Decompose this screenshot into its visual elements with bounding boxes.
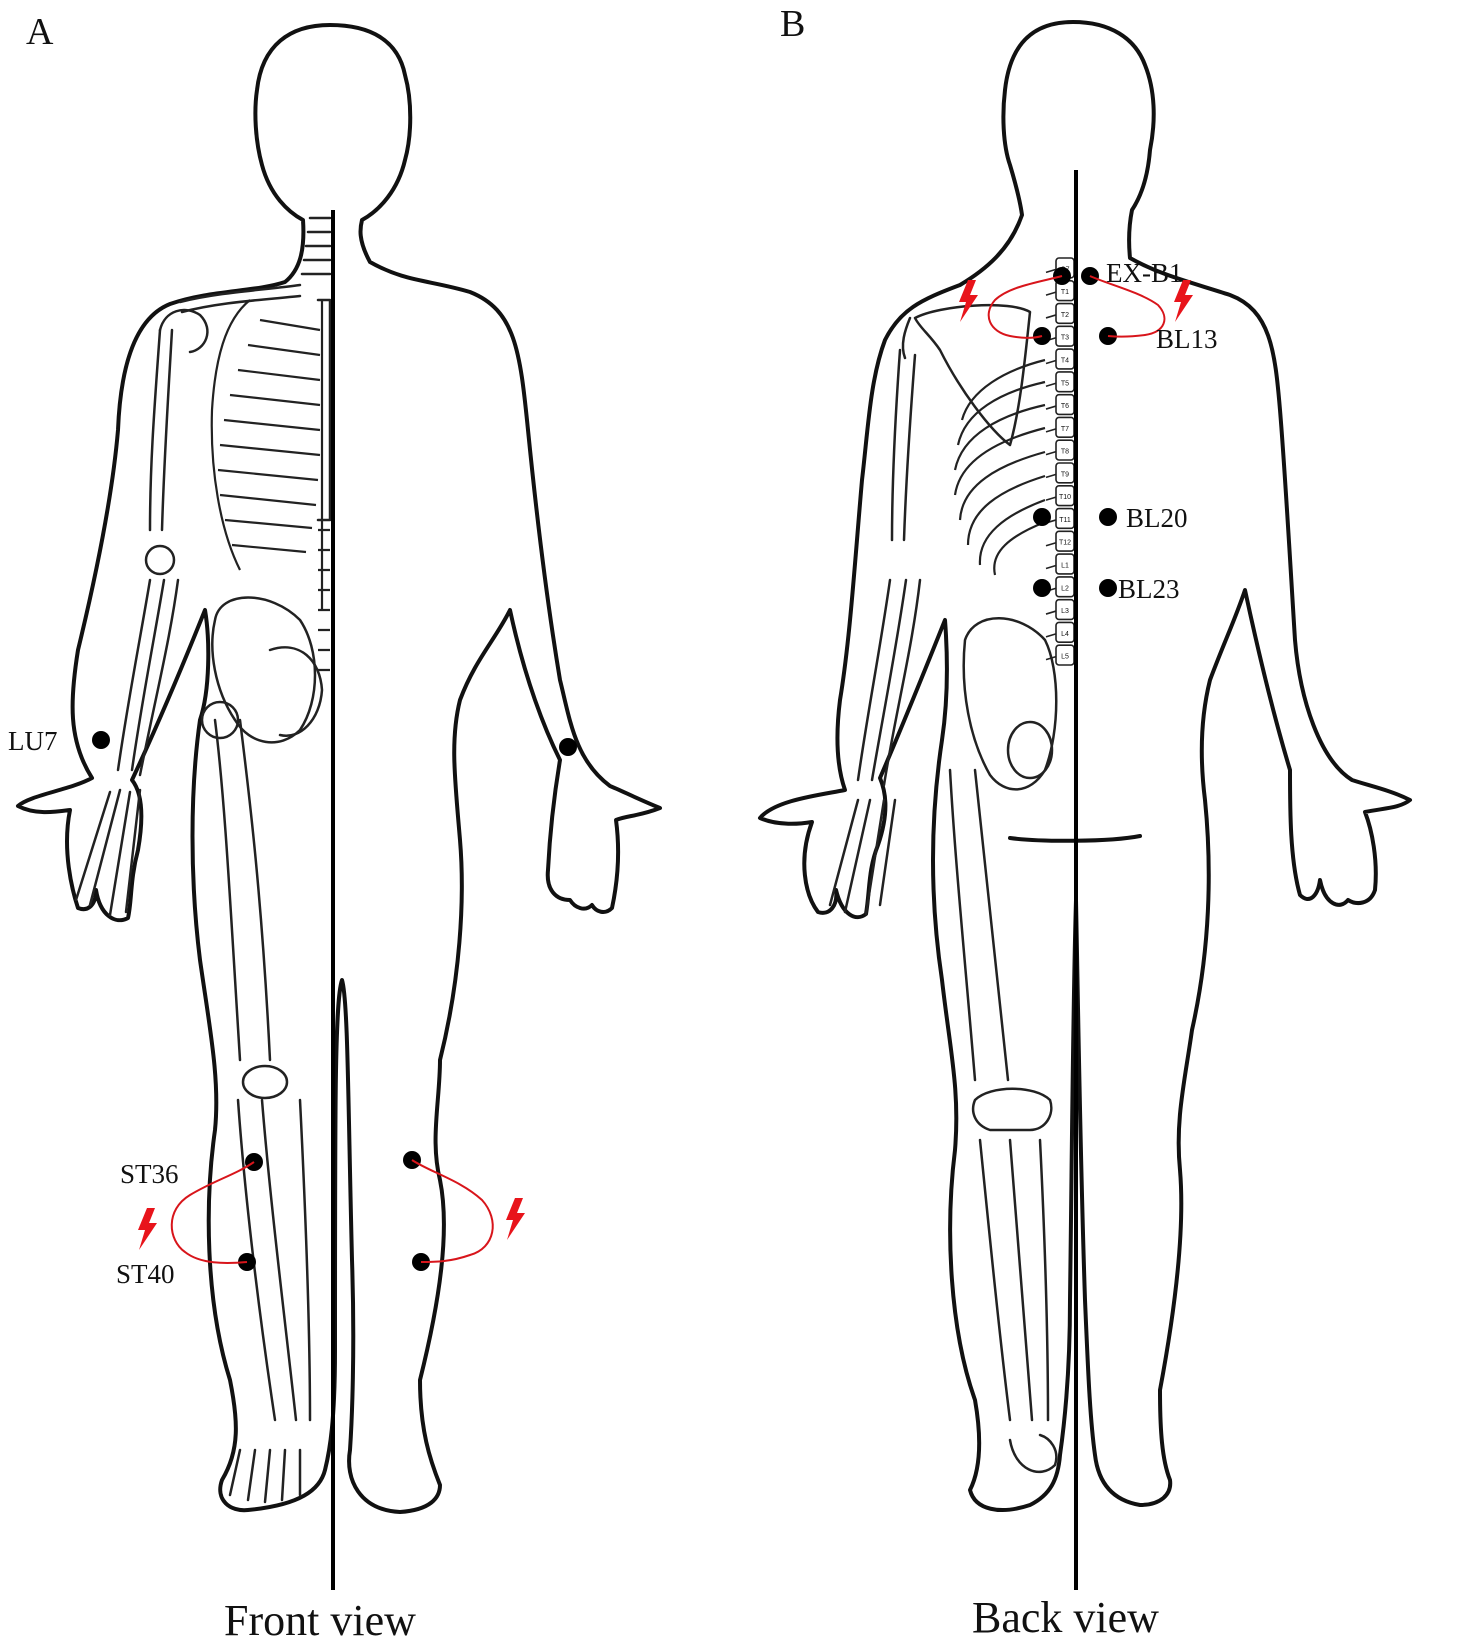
- vertebra-label: T4: [1061, 358, 1069, 365]
- acupoint-lu7-right: [559, 738, 577, 756]
- label-bl23: BL23: [1118, 574, 1180, 604]
- vertebra-label: T2: [1061, 312, 1069, 319]
- label-bl20: BL20: [1126, 503, 1188, 533]
- front-skeleton: [74, 216, 332, 1504]
- vertebra-process: [1045, 655, 1057, 661]
- panel-front: A: [8, 11, 662, 1644]
- vertebra-process: [1045, 359, 1057, 365]
- vertebra-column: C7T1T2T3T4T5T6T7T8T9T10T11T12L1L2L3L4L5: [1045, 257, 1075, 666]
- lightning-bolt-icon: [959, 280, 978, 322]
- acupoint-bl20-right: [1099, 508, 1117, 526]
- vertebra-process: [1045, 473, 1057, 479]
- vertebra-label: L2: [1061, 585, 1069, 592]
- vertebra-label: T8: [1061, 449, 1069, 456]
- vertebra-label: T11: [1059, 517, 1071, 524]
- front-right-electro-wire: [411, 1159, 494, 1263]
- panel-front-letter: A: [26, 11, 54, 53]
- label-ex-b1: EX-B1: [1106, 258, 1183, 288]
- back-body-outline: [758, 20, 1412, 1512]
- vertebra-label: L5: [1061, 654, 1069, 661]
- vertebra-label: T12: [1059, 540, 1071, 547]
- acupoint-bl23-right: [1099, 579, 1117, 597]
- label-st40: ST40: [116, 1259, 175, 1289]
- vertebra-label: L1: [1061, 563, 1069, 570]
- vertebra-label: T3: [1061, 335, 1069, 342]
- label-lu7: LU7: [8, 726, 58, 756]
- vertebra-label: T6: [1061, 403, 1069, 410]
- panel-back-caption: Back view: [972, 1593, 1159, 1642]
- vertebra-process: [1045, 450, 1057, 456]
- lightning-bolt-icon: [138, 1208, 157, 1250]
- acupoint-bl23-left: [1033, 579, 1051, 597]
- back-skeleton: [828, 303, 1058, 1474]
- vertebra-process: [1045, 610, 1057, 615]
- vertebra-process: [1045, 291, 1057, 296]
- vertebra-process: [1045, 268, 1057, 274]
- vertebra-process: [1045, 382, 1057, 388]
- vertebra-label: T5: [1061, 380, 1069, 387]
- vertebra-label: L4: [1061, 631, 1069, 638]
- vertebra-label: T10: [1059, 494, 1071, 501]
- vertebra-process: [1045, 633, 1057, 638]
- panel-back: B: [758, 3, 1412, 1642]
- back-left-electro-wire: [987, 275, 1063, 339]
- vertebra-process: [1045, 314, 1057, 319]
- vertebra-process: [1045, 428, 1057, 433]
- lightning-bolt-icon: [506, 1198, 525, 1240]
- panel-back-letter: B: [780, 3, 805, 45]
- acupoint-bl20-left: [1033, 508, 1051, 526]
- vertebra-process: [1045, 541, 1057, 547]
- label-st36: ST36: [120, 1159, 179, 1189]
- acupoint-lu7-left: [92, 731, 110, 749]
- front-left-electro-wire: [170, 1161, 255, 1264]
- vertebra-label: T1: [1061, 289, 1069, 296]
- vertebra-process: [1045, 496, 1057, 501]
- back-right-electro-wire: [1089, 275, 1166, 338]
- vertebra-process: [1045, 405, 1057, 410]
- vertebra-process: [1045, 564, 1057, 570]
- vertebra-label: T9: [1061, 471, 1069, 478]
- label-bl13: BL13: [1156, 324, 1218, 354]
- panel-front-caption: Front view: [224, 1596, 416, 1644]
- vertebra-label: T7: [1061, 426, 1069, 433]
- front-body-outline: [16, 23, 662, 1514]
- vertebra-label: L3: [1061, 608, 1069, 615]
